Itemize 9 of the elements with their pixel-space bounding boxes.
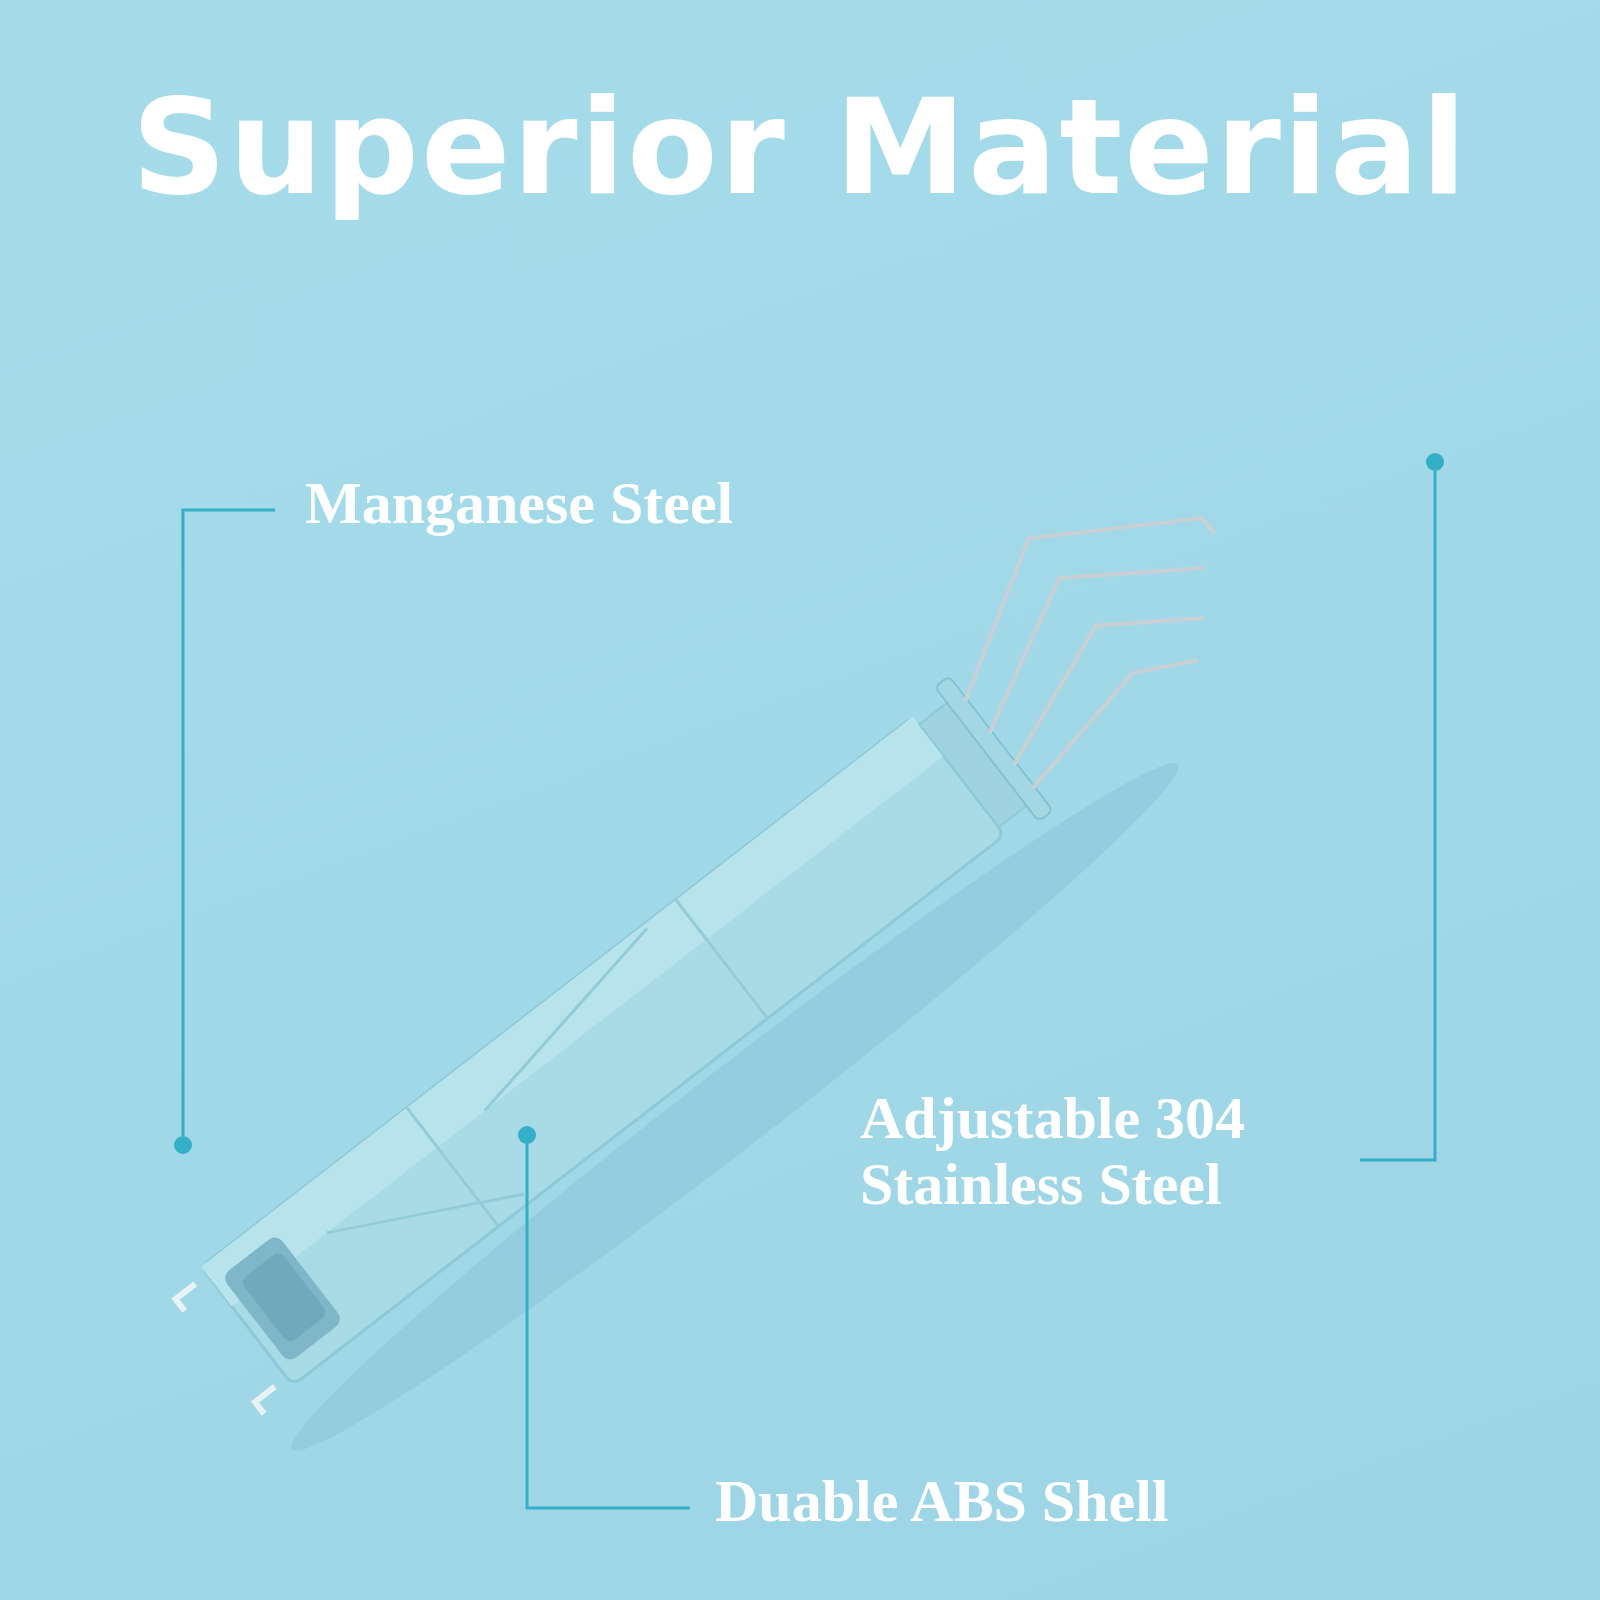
leader-line [1360,471,1437,1162]
callout-dot [1426,453,1444,471]
callout-label: Duable ABS Shell [690,1468,1270,1548]
leader-line [181,508,275,1136]
callout-dot [174,1136,192,1154]
callout-label: Adjustable 304 Stainless Steel [860,1085,1360,1235]
callout-label: Manganese Steel [275,470,845,550]
title: Superior Material [130,70,1470,224]
leader-line [525,1144,690,1510]
